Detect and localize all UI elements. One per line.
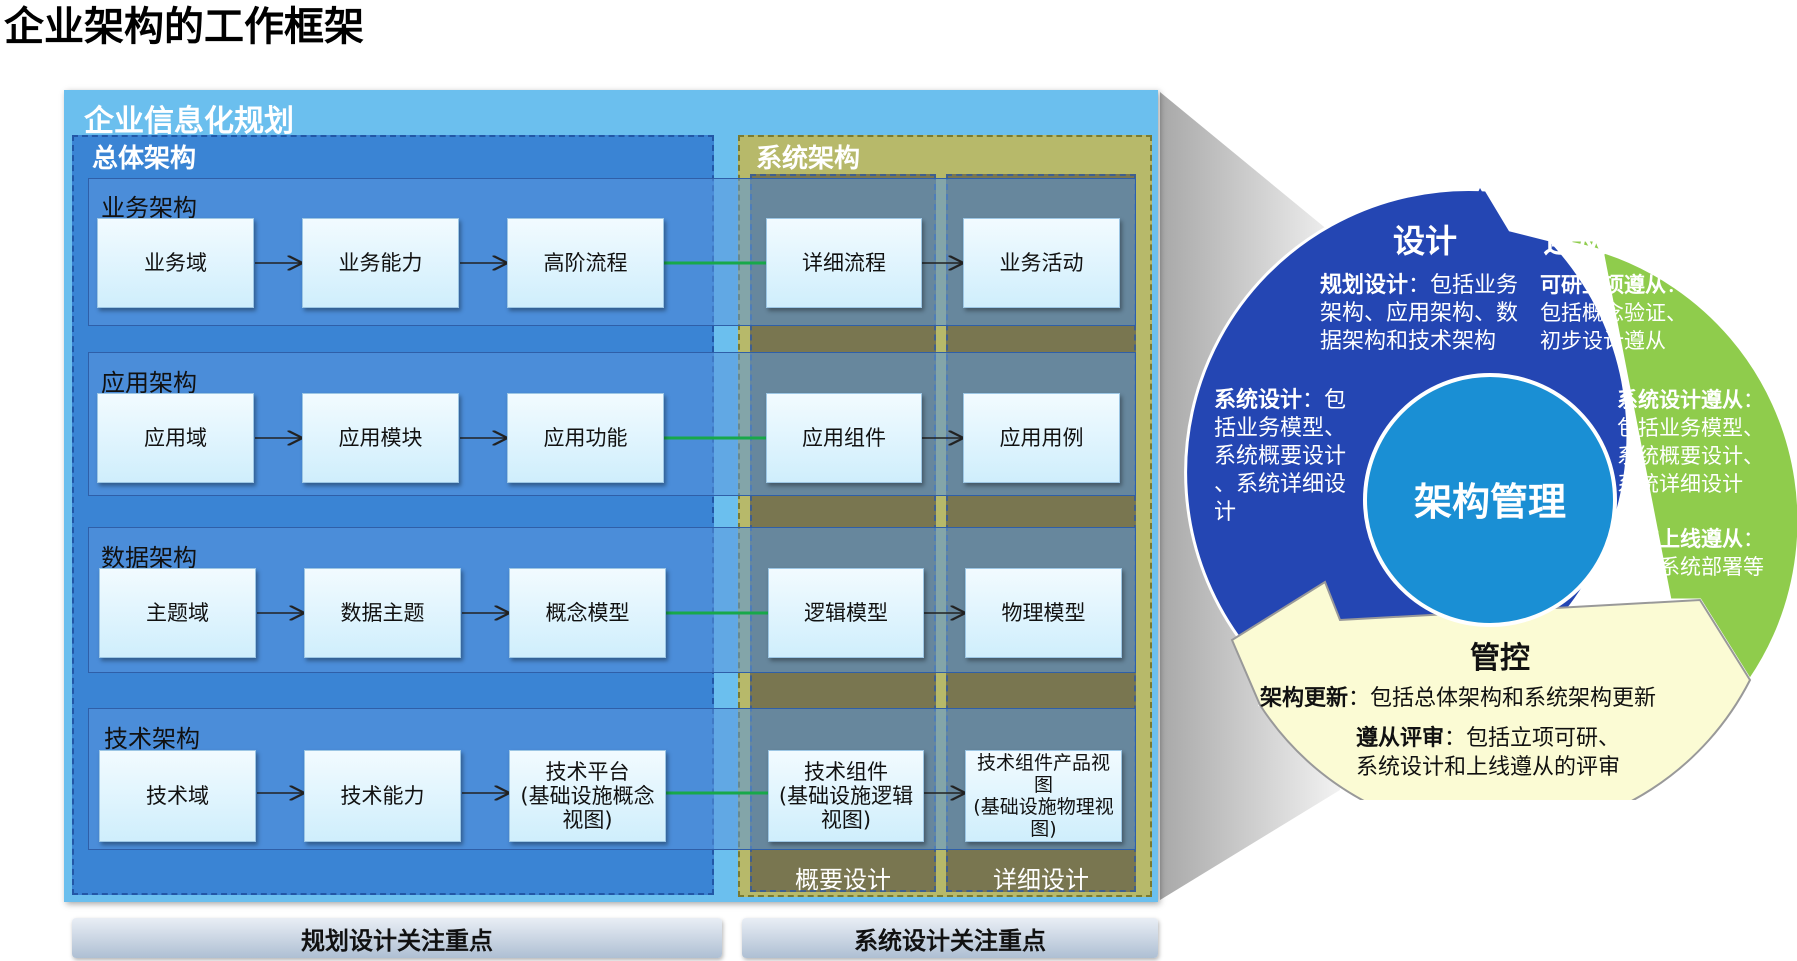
comply-p2-line4: 系统详细设计	[1617, 472, 1743, 496]
technology-component-box: 技术组件 (基础设施逻辑视图)	[768, 750, 924, 842]
application-use-case-box: 应用用例	[963, 393, 1120, 483]
design-p2-line1: ：包	[1302, 388, 1346, 413]
technology-platform-box: 技术平台 (基础设施概念视图)	[509, 750, 666, 842]
system-focus-bar: 系统设计关注重点	[742, 918, 1158, 958]
design-arrow-tip	[1442, 188, 1525, 390]
overall-architecture-label: 总体架构	[92, 144, 197, 174]
svg-text:可研立项遵从：: 可研立项遵从：	[1540, 273, 1687, 297]
application-domain-box: 应用域	[97, 393, 254, 483]
application-function-box: 应用功能	[507, 393, 664, 483]
comply-p2-bold: 系统设计遵从	[1617, 388, 1743, 412]
comply-p1-line2: 包括概念验证、	[1540, 301, 1687, 325]
comply-p3-line1: ：	[1743, 527, 1764, 551]
application-module-box: 应用模块	[302, 393, 459, 483]
logical-model-box: 逻辑模型	[768, 568, 924, 658]
svg-text:系统设计遵从：: 系统设计遵从：	[1617, 388, 1764, 412]
page-title: 企业架构的工作框架	[4, 4, 364, 50]
technology-layer-label: 技术架构	[104, 725, 200, 753]
control-p1-rest: ：包括总体架构和系统架构更新	[1348, 686, 1656, 711]
architecture-cycle: 架构管理 设计 规划设计：包括业务 架构、应用架构、数 据架构和技术架构 系统设…	[1184, 187, 1797, 800]
detailed-process-box: 详细流程	[766, 218, 922, 308]
comply-title: 遵从	[1543, 222, 1607, 260]
detail-design-label: 详细设计	[993, 866, 1089, 894]
technology-domain-box: 技术域	[99, 750, 256, 842]
technology-capability-box: 技术能力	[304, 750, 461, 842]
comply-p2-line1: ：	[1743, 388, 1764, 412]
summary-design-label: 概要设计	[795, 866, 891, 894]
control-p2-bold: 遵从评审	[1356, 725, 1444, 751]
design-p1-line3: 据架构和技术架构	[1320, 329, 1496, 354]
center-label: 架构管理	[1414, 480, 1566, 524]
design-p2-line3: 系统概要设计	[1214, 444, 1346, 469]
physical-model-box: 物理模型	[965, 568, 1122, 658]
technology-component-product-box: 技术组件产品视图 (基础设施物理视图)	[965, 750, 1122, 842]
design-p2-line2: 括业务模型、	[1214, 416, 1346, 441]
svg-text:遵从评审：包括立项可研、: 遵从评审：包括立项可研、	[1356, 725, 1620, 751]
high-level-process-box: 高阶流程	[507, 218, 664, 308]
comply-p2-line3: 系统概要设计、	[1617, 444, 1764, 468]
control-title: 管控	[1470, 641, 1530, 676]
design-p1-line2: 架构、应用架构、数	[1320, 301, 1518, 326]
control-p2-rest: ：包括立项可研、	[1444, 726, 1620, 751]
application-layer-label: 应用架构	[101, 369, 197, 397]
planning-focus-bar: 规划设计关注重点	[72, 918, 722, 958]
comply-p3-line2: 包括系统部署等	[1617, 555, 1764, 579]
enterprise-planning-label: 企业信息化规划	[84, 104, 294, 139]
svg-text:系统上线遵从：: 系统上线遵从：	[1617, 527, 1764, 551]
data-layer-label: 数据架构	[101, 544, 197, 572]
business-capability-box: 业务能力	[302, 218, 459, 308]
svg-text:系统设计：包: 系统设计：包	[1214, 387, 1346, 413]
design-p1-line1: ：包括业务	[1408, 273, 1518, 298]
control-p2-line2: 系统设计和上线遵从的评审	[1356, 755, 1620, 780]
comply-p2-line2: 包括业务模型、	[1617, 416, 1764, 440]
business-domain-box: 业务域	[97, 218, 254, 308]
data-subject-box: 数据主题	[304, 568, 461, 658]
design-title: 设计	[1393, 222, 1457, 260]
system-architecture-label: 系统架构	[756, 144, 861, 174]
design-p2-line5: 计	[1214, 500, 1236, 525]
business-activity-box: 业务活动	[963, 218, 1120, 308]
control-segment	[1230, 580, 1752, 800]
comply-p1-line1: ：	[1666, 273, 1687, 297]
conceptual-model-box: 概念模型	[509, 568, 666, 658]
control-p1-bold: 架构更新	[1260, 685, 1348, 711]
compliance-segment	[1549, 238, 1797, 683]
application-component-box: 应用组件	[766, 393, 922, 483]
subject-area-box: 主题域	[99, 568, 256, 658]
comply-p3-bold: 系统上线遵从	[1617, 527, 1743, 551]
comply-p1-bold: 可研立项遵从	[1540, 273, 1666, 297]
svg-text:规划设计：包括业务: 规划设计：包括业务	[1320, 273, 1518, 298]
comply-p1-line3: 初步设计遵从	[1540, 329, 1666, 353]
design-p2-bold: 系统设计	[1214, 387, 1302, 413]
svg-text:架构更新：包括总体架构和系统架构更新: 架构更新：包括总体架构和系统架构更新	[1260, 685, 1656, 711]
business-layer-label: 业务架构	[101, 194, 197, 222]
center-circle	[1363, 373, 1617, 627]
design-p2-line4: 、系统详细设	[1214, 472, 1346, 497]
design-p1-bold: 规划设计	[1320, 273, 1408, 298]
